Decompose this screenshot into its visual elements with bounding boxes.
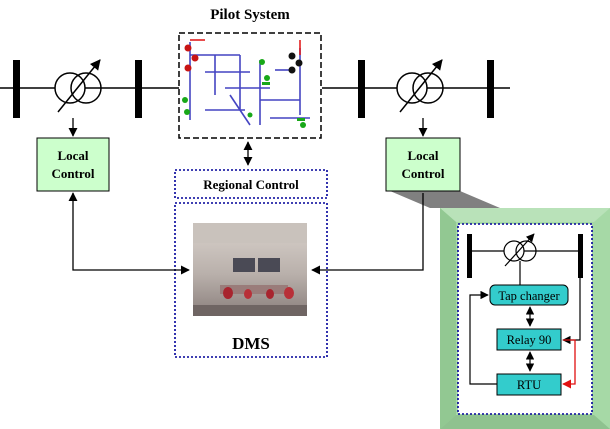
left-local-dms-link — [68, 192, 190, 275]
regional-control-label: Regional Control — [203, 177, 299, 192]
left-bus-line — [0, 60, 180, 118]
right-busbar-inner — [358, 60, 365, 118]
local-control-right-box: Local Control — [385, 137, 461, 192]
right-transformer-icon — [396, 59, 444, 113]
right-local-dms-link — [311, 193, 424, 275]
right-busbar-outer — [487, 60, 494, 118]
dms-box: DMS — [174, 202, 328, 358]
pilot-black-nodes — [288, 52, 303, 74]
tap-changer-label: Tap changer — [498, 289, 560, 303]
rtu-label: RTU — [517, 378, 541, 392]
relay-rtu-red-signal — [562, 339, 576, 389]
pilot-red-nodes — [184, 39, 301, 72]
local-control-left-line2: Control — [51, 166, 94, 181]
detail-transformer-icon — [503, 233, 537, 267]
left-busbar-outer — [13, 60, 20, 118]
local-control-left-box: Local Control — [36, 137, 110, 192]
regional-control-box: Regional Control — [174, 169, 328, 199]
pilot-system-schematic — [178, 32, 322, 139]
relay-90-label: Relay 90 — [507, 333, 552, 347]
pilot-green-nodes — [182, 59, 306, 128]
local-control-right-line1: Local — [407, 148, 438, 163]
left-transformer-icon — [54, 59, 102, 113]
detail-busbar-left — [467, 234, 472, 278]
rtu-tapchanger-feedback — [469, 290, 497, 385]
left-busbar-inner — [135, 60, 142, 118]
detail-busbar-right — [578, 234, 583, 278]
control-room-photo — [193, 223, 307, 316]
dms-label: DMS — [232, 334, 270, 353]
local-control-right-line2: Control — [401, 166, 444, 181]
local-control-left-line1: Local — [57, 148, 88, 163]
substation-detail-box: Tap changer Relay 90 RTU — [457, 223, 593, 415]
pilot-system-title: Pilot System — [210, 7, 290, 23]
